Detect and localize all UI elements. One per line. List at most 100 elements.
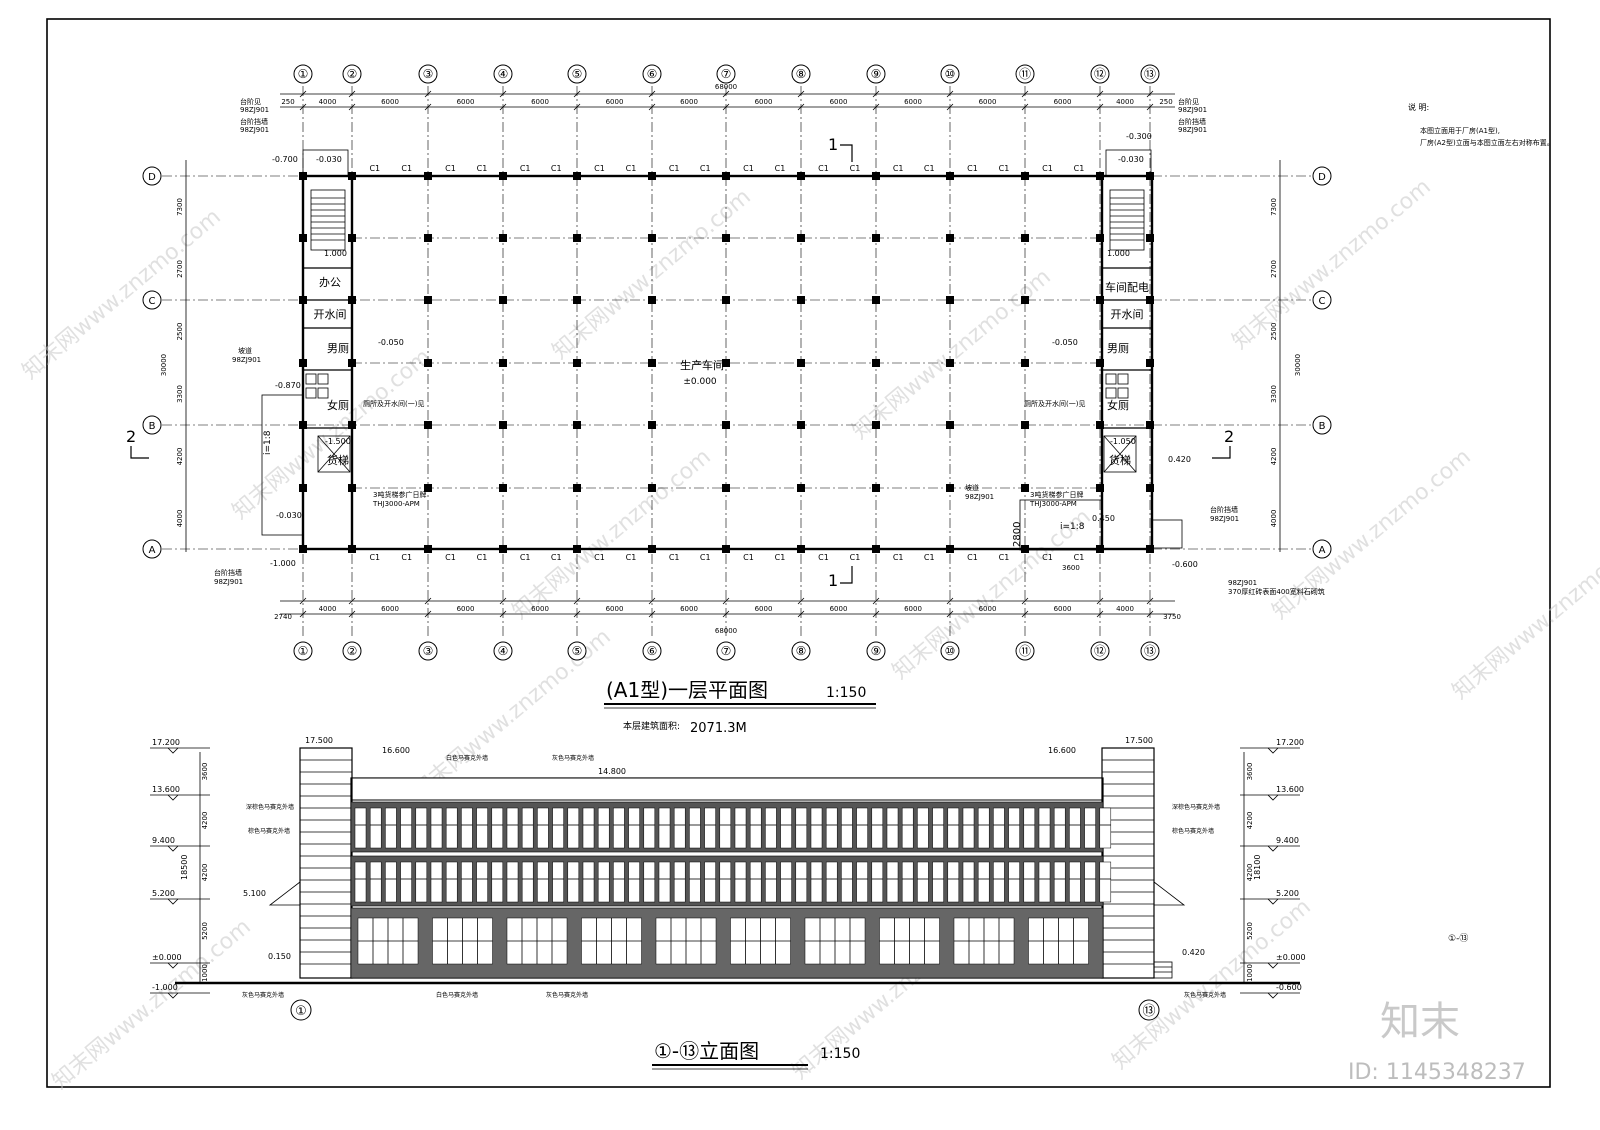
std-ref: 98ZJ901 — [240, 106, 269, 114]
room-office: 办公 — [319, 276, 341, 289]
axis-bubble — [493, 64, 513, 84]
column — [648, 296, 656, 304]
column — [1146, 172, 1154, 180]
column — [499, 234, 507, 242]
room-elevator-right: 货梯 — [1109, 453, 1131, 467]
level-right: ±0.000 — [1276, 953, 1306, 962]
level-label: -0.030 — [276, 511, 302, 520]
level-left: -1.000 — [152, 983, 178, 992]
axis-bubble — [293, 64, 313, 84]
window-label: C1 — [924, 164, 935, 173]
axis-label: ③ — [423, 644, 434, 658]
elev-dim-right: 4200 — [1246, 812, 1254, 830]
column — [499, 421, 507, 429]
column — [872, 234, 880, 242]
column — [946, 234, 954, 242]
column — [946, 545, 954, 553]
elev-axis-right: ⑬ — [1142, 1004, 1155, 1019]
window-label: C1 — [551, 553, 562, 562]
column — [946, 296, 954, 304]
material-note: 棕色马赛克外墙 — [1172, 827, 1214, 835]
column — [1096, 234, 1104, 242]
column — [1021, 421, 1029, 429]
column — [872, 545, 880, 553]
column — [722, 421, 730, 429]
right-ramp — [1019, 499, 1103, 551]
axis-label: ③ — [423, 67, 434, 81]
elev-dim-right: 1000 — [1246, 964, 1254, 982]
dim-bay: 6000 — [680, 605, 698, 613]
axis-label: ⑬ — [1144, 67, 1156, 81]
floor-plan: C1C1C1C1C1C1C1C1C1C1C1C1C1C1C1C1C1C1C1C1… — [126, 64, 1332, 736]
column — [872, 359, 880, 367]
room-boiler-right: 开水间 — [1111, 308, 1144, 321]
column — [722, 296, 730, 304]
std-ref: 98ZJ901 — [1178, 106, 1207, 114]
step-left: 0.150 — [268, 952, 291, 961]
dim-row: 4200 — [1270, 448, 1278, 466]
column — [797, 359, 805, 367]
column — [946, 484, 954, 492]
column — [499, 359, 507, 367]
column — [299, 234, 307, 242]
column — [299, 296, 307, 304]
window-label: C1 — [594, 164, 605, 173]
retain-note: 台阶挡墙 — [1210, 505, 1238, 514]
axis-bubble — [866, 641, 886, 661]
step-note: 台阶见 — [1178, 97, 1199, 106]
axis-bubble — [1312, 539, 1332, 559]
elev-dim-left: 5200 — [201, 922, 209, 940]
column — [424, 545, 432, 553]
level-label: -1.050 — [1110, 437, 1136, 446]
dim-bay: 6000 — [1054, 98, 1072, 106]
column — [499, 172, 507, 180]
column — [573, 484, 581, 492]
window-label: C1 — [445, 553, 456, 562]
column — [1146, 545, 1154, 553]
column — [1146, 484, 1154, 492]
level-left: 9.400 — [152, 836, 175, 845]
dim-bay: 4000 — [1116, 98, 1134, 106]
level-label: -0.870 — [275, 381, 301, 390]
window-label: C1 — [743, 164, 754, 173]
window-label: C1 — [626, 553, 637, 562]
column — [573, 359, 581, 367]
axis-label: ⑦ — [721, 67, 732, 81]
column — [1096, 359, 1104, 367]
dim-row: 7300 — [1270, 198, 1278, 216]
dim-row: 2500 — [1270, 323, 1278, 341]
window-labels: C1C1C1C1C1C1C1C1C1C1C1C1C1C1C1C1C1C1C1C1… — [369, 164, 1084, 562]
dim-total-left: 30000 — [160, 354, 168, 376]
column — [424, 296, 432, 304]
column — [573, 545, 581, 553]
column — [722, 545, 730, 553]
column — [573, 296, 581, 304]
dim-bay: 6000 — [531, 605, 549, 613]
window-label: C1 — [669, 553, 680, 562]
retain-note: 台阶挡墙 — [1178, 117, 1206, 126]
axis-label: ⑩ — [945, 644, 956, 658]
material-note: 灰色马赛克外墙 — [1184, 991, 1226, 999]
material-note: 深棕色马赛克外墙 — [246, 803, 294, 811]
axis-label: ⑩ — [945, 67, 956, 81]
column — [299, 421, 307, 429]
window-label: C1 — [893, 164, 904, 173]
watermark: 知末网www.znzmo.com — [1268, 444, 1476, 624]
axis-bubble — [642, 641, 662, 661]
column — [797, 545, 805, 553]
dim-row: 2700 — [176, 260, 184, 278]
axis-label: ⑦ — [721, 644, 732, 658]
elev-dim-left: 4200 — [201, 864, 209, 882]
elevator-note: 3吨货梯参广日牌 — [1030, 490, 1083, 499]
watermark: 知末网www.znzmo.com — [48, 914, 256, 1094]
axis-bubble — [1090, 64, 1110, 84]
step-note: 台阶见 — [240, 97, 261, 106]
dim-row: 7300 — [176, 198, 184, 216]
window-label: C1 — [818, 164, 829, 173]
window-label: C1 — [477, 164, 488, 173]
watermark: 知末网www.znzmo.com — [18, 204, 226, 384]
column — [872, 296, 880, 304]
slope-left: i=1:8 — [263, 430, 273, 455]
axis-label: ⑧ — [796, 67, 807, 81]
